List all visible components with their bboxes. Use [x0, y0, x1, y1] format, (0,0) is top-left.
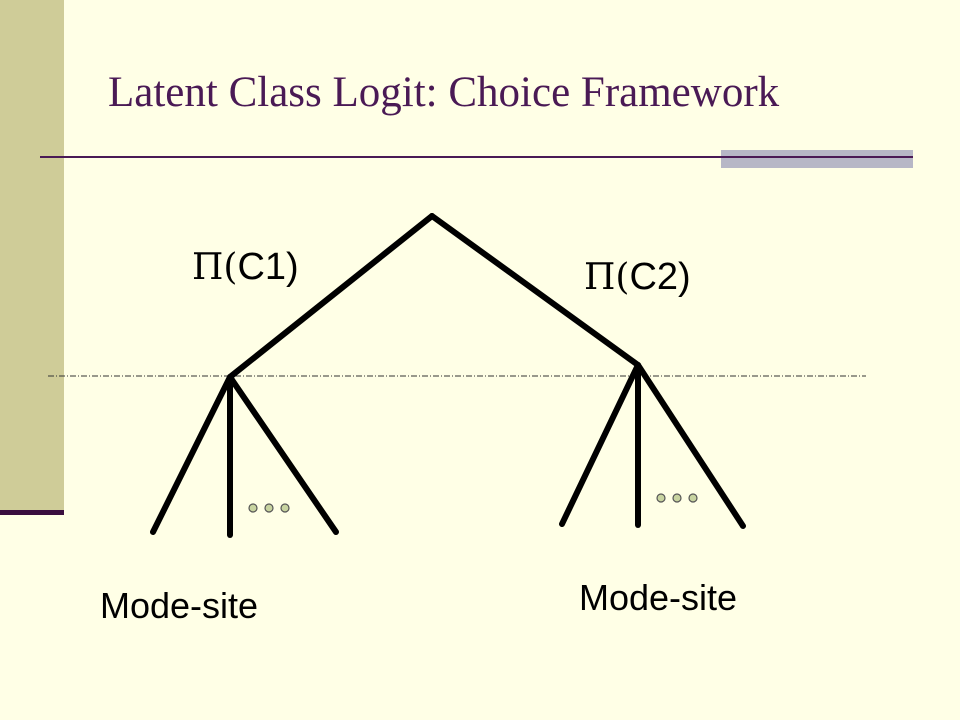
title-rule-accent — [721, 150, 913, 168]
ellipsis-dots-class1 — [248, 503, 290, 513]
branch-root-to-class2 — [429, 213, 641, 368]
class2-prob-text: C2) — [629, 256, 691, 298]
class1-prob-text: C1) — [237, 246, 299, 288]
title-rule — [40, 156, 912, 158]
ellipsis-dot — [248, 503, 258, 513]
sidebar-stripe-foot — [0, 510, 64, 515]
branch-class2-leaf-right — [635, 362, 746, 529]
title-rule-accent-line — [721, 156, 913, 158]
branch-class1-leaf-right — [227, 374, 339, 535]
branch-class2-leaf-left — [559, 362, 641, 527]
ellipsis-dot — [264, 503, 274, 513]
class2-probability-label: Π(C2) — [584, 256, 691, 299]
ellipsis-dots-class2 — [656, 493, 698, 503]
class2-leaf-label: Mode-site — [579, 577, 738, 618]
branch-class1-leaf-left — [150, 374, 233, 535]
ellipsis-dot — [280, 503, 290, 513]
sidebar-stripe — [0, 0, 64, 510]
slide-title: Latent Class Logit: Choice Framework — [108, 69, 780, 116]
ellipsis-dot — [656, 493, 666, 503]
class1-leaf-label: Mode-site — [100, 585, 259, 626]
class2-prob-symbol: Π( — [584, 257, 630, 298]
class1-probability-label: Π(C1) — [192, 246, 299, 289]
branch-root-to-class1 — [227, 213, 435, 380]
ellipsis-dot — [688, 493, 698, 503]
class1-prob-symbol: Π( — [192, 247, 238, 288]
ellipsis-dot — [672, 493, 682, 503]
